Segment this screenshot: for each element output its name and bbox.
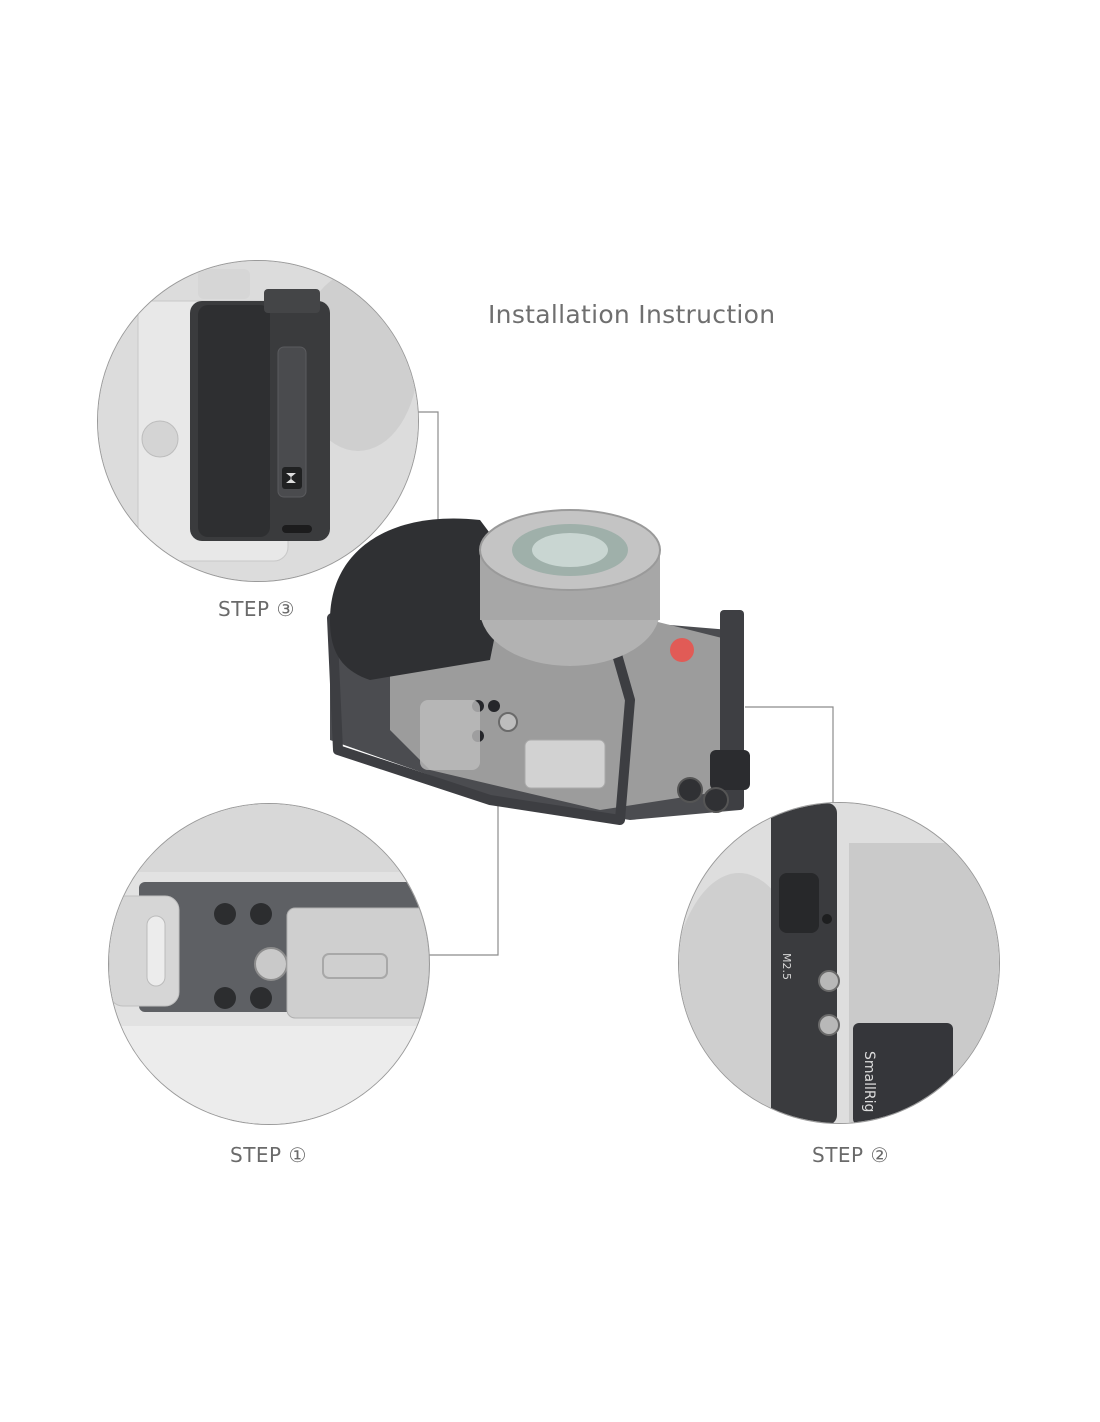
step2-label: STEP ② [812,1143,889,1167]
brand-text: SmallRig [861,1051,877,1112]
screw-size-text: M2.5 [780,953,793,980]
connector-step3 [418,411,439,528]
step1-detail-circle [108,803,430,1125]
connector-step2 [745,706,834,812]
connector-step1 [428,745,499,956]
step3-detail-circle [97,260,419,582]
step2-detail-circle: M2.5 SmallRig [678,802,1000,1124]
camera-cage-illustration [327,509,750,825]
step1-label: STEP ① [230,1143,307,1167]
page-title: Installation Instruction [488,300,776,329]
step3-label: STEP ③ [218,597,295,621]
